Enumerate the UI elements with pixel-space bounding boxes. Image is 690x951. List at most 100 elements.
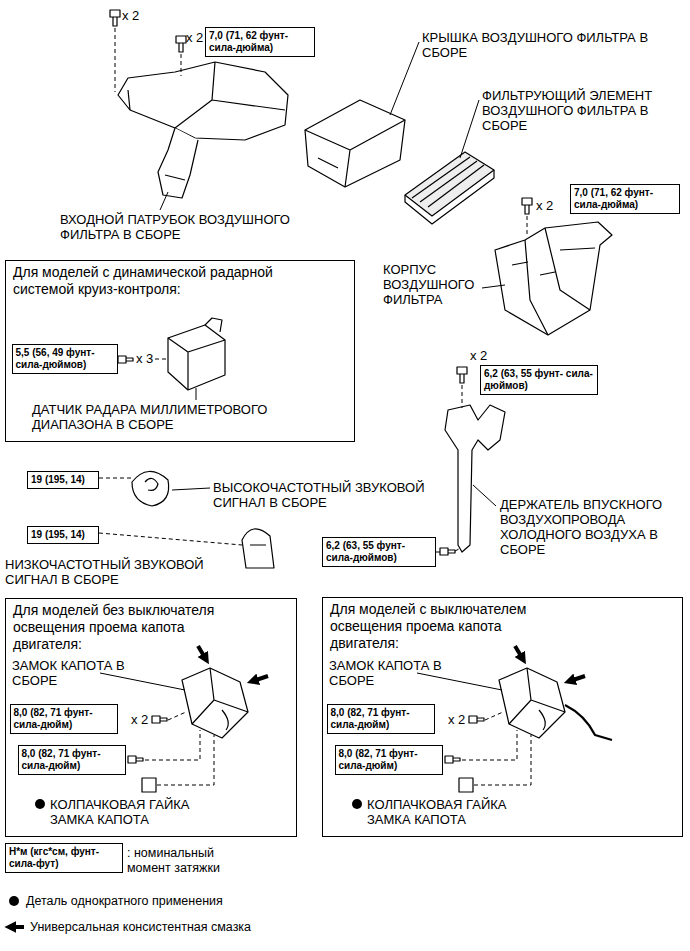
torque-value: 19 (195, 14) <box>31 529 95 541</box>
dash-line <box>115 28 116 92</box>
torque-box: 8,0 (82, 71 фунт- сила-дюйм) <box>18 745 126 775</box>
part-name: ВЫСОКОЧАСТОТНЫЙ ЗВУКОВОЙ СИГНАЛ В СБОРЕ <box>213 480 458 510</box>
leader-line <box>172 488 210 490</box>
legend-arrow <box>14 925 24 929</box>
torque-box: 8,0 (82, 71 фунт- сила-дюйм) <box>327 704 435 734</box>
hood-lock <box>182 668 248 738</box>
part-name: КОРПУС ВОЗДУШНОГО ФИЛЬТРА <box>383 262 493 307</box>
intake-pipe <box>158 128 198 198</box>
radar-sensor <box>168 318 225 390</box>
torque-value: 8,0 (82, 71 фунт- сила-дюйм) <box>14 707 114 731</box>
hood-lock <box>499 668 612 740</box>
quantity-mark: x 2 <box>536 198 566 213</box>
part-name: КОЛПАЧКОВАЯ ГАЙКА ЗАМКА КАПОТА <box>367 797 542 827</box>
inset-heading: Для моделей с выключателем освещения про… <box>330 601 535 652</box>
quantity-mark: x 2 <box>131 712 153 727</box>
quantity-mark: x 2 <box>448 712 470 727</box>
leader-line <box>196 388 197 400</box>
filter-cover <box>305 100 405 187</box>
grease-arrow <box>515 646 521 656</box>
torque-box: 6,2 (63, 55 фунт- сила-дюймов) <box>322 537 436 567</box>
inset-heading: Для моделей без выключателя освещения пр… <box>13 602 218 653</box>
torque-box: 7,0 (71, 62 фунт- сила-дюйма) <box>205 27 315 57</box>
part-name: НИЗКОЧАСТОТНЫЙ ЗВУКОВОЙ СИГНАЛ В СБОРЕ <box>5 557 235 587</box>
legend-text: : номинальный момент затяжки <box>127 846 257 876</box>
part-name: ЗАМОК КАПОТА В СБОРЕ <box>12 658 142 688</box>
quantity-mark: x 2 <box>186 30 206 45</box>
bolt <box>152 716 167 723</box>
legend-text: Деталь однократного применения <box>26 894 326 909</box>
intake-body <box>118 62 288 140</box>
quantity-mark: x 2 <box>122 8 152 23</box>
quantity-mark: x 3 <box>136 351 166 366</box>
grease-arrow <box>573 676 585 680</box>
part-name: КОЛПАЧКОВАЯ ГАЙКА ЗАМКА КАПОТА <box>50 797 225 827</box>
torque-box: 8,0 (82, 71 фунт- сила-дюйм) <box>335 745 443 775</box>
torque-value: 8,0 (82, 71 фунт- сила-дюйм) <box>22 748 122 772</box>
dash-line <box>436 549 459 552</box>
torque-box: 6,2 (63, 55 фунт- сила-дюймов) <box>480 365 598 395</box>
part-name: ЗАМОК КАПОТА В СБОРЕ <box>329 658 459 688</box>
dash-line <box>99 533 242 545</box>
horn-high <box>132 471 169 506</box>
torque-value: Н*м (кгс*см, фунт- сила-фут) <box>9 846 119 870</box>
torque-value: 8,0 (82, 71 фунт- сила-дюйм) <box>331 707 431 731</box>
torque-value: 6,2 (63, 55 фунт- сила-дюймов) <box>484 368 594 392</box>
dash-line <box>181 54 182 76</box>
dash-line <box>145 730 200 760</box>
dash-line <box>462 385 463 408</box>
leader-line <box>482 285 505 288</box>
dash-line <box>462 730 517 760</box>
part-name: ФИЛЬТРУЮЩИЙ ЭЛЕМЕНТ ВОЗДУШНОГО ФИЛЬТРА В… <box>482 88 672 133</box>
legend-text: Универсальная консистентная смазка <box>30 920 350 935</box>
bolt <box>445 756 460 763</box>
dash-line <box>157 735 214 785</box>
cap-nut <box>459 778 473 792</box>
part-name: ДЕРЖАТЕЛЬ ВПУСКНОГО ВОЗДУХОПРОВОДА ХОЛОД… <box>500 497 685 557</box>
torque-box: 8,0 (82, 71 фунт- сила-дюйм) <box>10 704 118 734</box>
torque-value: 7,0 (71, 62 фунт- сила-дюйма) <box>574 187 676 211</box>
filter-housing <box>495 222 612 335</box>
bolt <box>457 367 467 383</box>
filter-element <box>405 152 494 224</box>
single-use-dot <box>352 799 362 809</box>
single-use-dot <box>35 799 45 809</box>
leader-line <box>417 673 502 690</box>
bolt <box>110 10 120 26</box>
quantity-mark: x 2 <box>470 348 500 363</box>
legend-dot <box>9 896 19 906</box>
cold-air-holder <box>445 405 505 552</box>
torque-box: 7,0 (71, 62 фунт- сила-дюйма) <box>570 184 680 214</box>
grease-arrow <box>256 676 268 680</box>
bolt <box>176 36 186 52</box>
dash-line <box>168 712 186 720</box>
bolt <box>128 756 143 763</box>
dash-line <box>155 359 168 360</box>
horn-low <box>242 529 274 568</box>
cap-nut <box>142 778 156 792</box>
torque-box: 5,5 (56, 49 фунт- сила-дюймов) <box>12 344 118 374</box>
leader-line <box>460 100 479 158</box>
bolt <box>522 198 532 214</box>
dash-line <box>485 712 503 720</box>
bolt <box>440 548 455 555</box>
leader-line <box>100 673 185 690</box>
intake-duct <box>118 62 288 198</box>
torque-value: 5,5 (56, 49 фунт- сила-дюймов) <box>16 347 114 371</box>
dash-line <box>474 735 531 785</box>
inset-heading: Для моделей с динамической радарной сист… <box>13 264 313 298</box>
intake-edge <box>128 62 285 180</box>
torque-value: 6,2 (63, 55 фунт- сила-дюймов) <box>326 540 432 564</box>
torque-value: 19 (195, 14) <box>31 474 95 486</box>
dash-line <box>527 216 528 236</box>
part-name: ДАТЧИК РАДАРА МИЛЛИМЕТРОВОГО ДИАПАЗОНА В… <box>32 402 332 432</box>
part-name: ВХОДНОЙ ПАТРУБОК ВОЗДУШНОГО ФИЛЬТРА В СБ… <box>60 212 340 242</box>
torque-box: Н*м (кгс*см, фунт- сила-фут) <box>5 843 123 873</box>
leader-line <box>390 42 419 115</box>
bolt <box>469 716 484 723</box>
leader-line <box>160 192 168 210</box>
part-name: КРЫШКА ВОЗДУШНОГО ФИЛЬТРА В СБОРЕ <box>422 30 657 60</box>
grease-arrow <box>198 646 204 656</box>
bolt <box>118 356 133 363</box>
